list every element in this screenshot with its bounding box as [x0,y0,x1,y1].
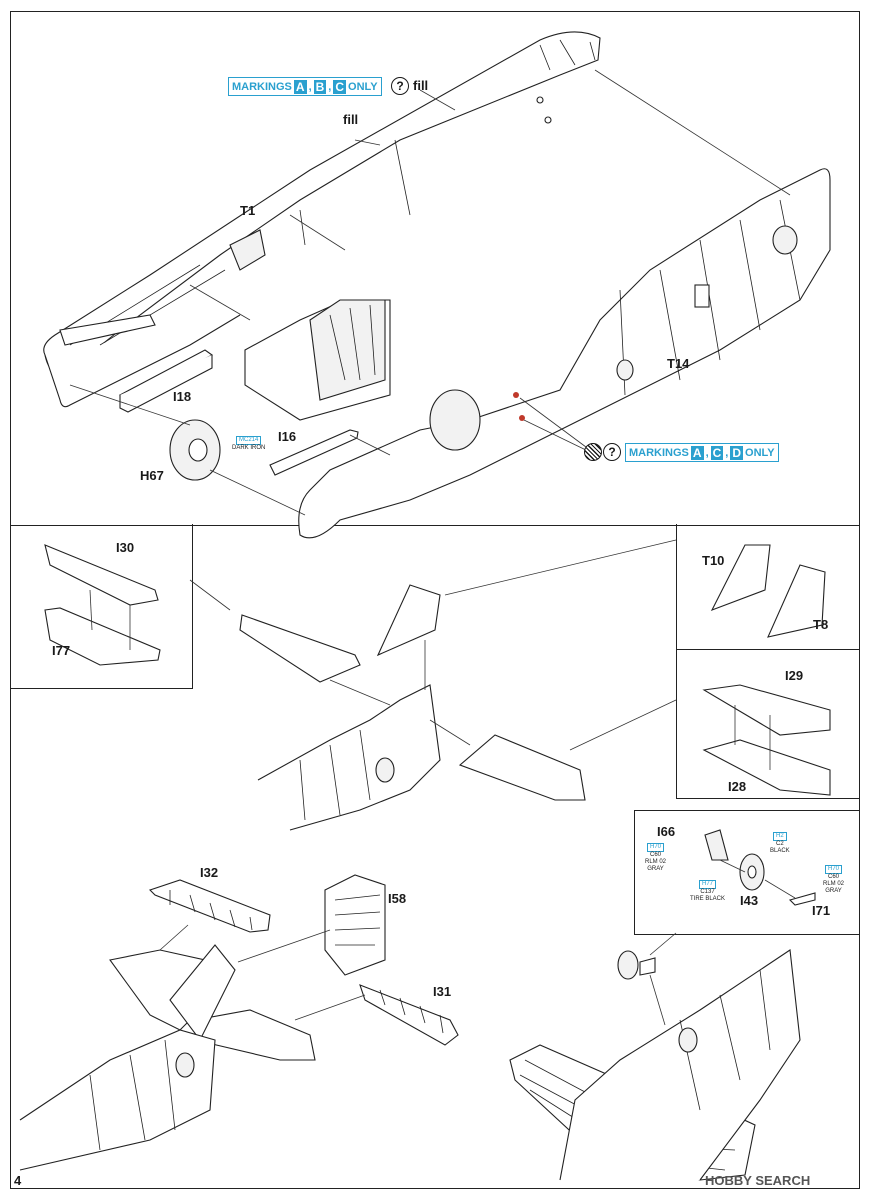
marking-letter: D [730,445,744,460]
inset-i30-i77-drawing [44,544,161,666]
paint-c-code: C2 [776,841,784,847]
upper-panel [10,11,860,526]
markings-suffix: ONLY [745,446,775,459]
paint-name: RLM 02 [823,881,845,887]
paint-c-code: C60 [828,874,840,880]
label-t14: T14 [667,356,690,371]
fill-note: fill [413,78,429,93]
paint-code: H70 [825,865,843,874]
label-t1: T1 [240,203,256,218]
paint-code: H77 [699,880,717,889]
paint-name: GRAY [647,866,664,872]
paint-code: MC214 [236,436,262,445]
paint-code: H2 [773,832,787,841]
marking-letter: C [710,445,724,460]
part-i18 [119,349,214,413]
tail-left-assembly [19,874,459,1171]
markings-suffix: ONLY [348,80,378,93]
leader-lines [69,69,791,516]
paint-mc214: MC214 DARK IRON [232,436,265,452]
paint-c-code: C137 [700,889,715,895]
label-i58: I58 [388,891,407,906]
paint-name: TIRE BLACK [690,896,726,902]
label-i31: I31 [433,984,452,999]
part-i30-large [239,614,361,683]
paint-name: RLM 02 [645,859,667,865]
tail-fin-center [189,539,677,831]
label-t8: T8 [813,617,829,632]
label-i16: I16 [278,429,297,444]
tail-right-assembly [509,949,801,1181]
markings-prefix: MARKINGS [232,80,292,93]
paint-h70-b: H70 C60 RLM 02 GRAY [823,865,844,895]
watermark-text: HOBBY SEARCH [705,1173,811,1188]
fuselage-right-half [298,168,831,539]
label-i30: I30 [116,540,135,555]
label-i66: I66 [657,824,676,839]
fill-icon [584,443,602,461]
marking-letter: C [333,79,347,94]
page-number: 4 [14,1173,22,1188]
label-i71: I71 [812,903,831,918]
inset-wheel [634,810,859,935]
paint-name: BLACK [770,848,790,854]
label-i77: I77 [52,643,71,658]
part-rudder-tab [376,584,441,657]
paint-name: DARK IRON [232,445,266,451]
inset-wheel-drawing [649,829,816,956]
part-elevator [458,734,586,801]
optional-icon: ? [603,443,621,461]
label-i29: I29 [785,668,804,683]
label-i18: I18 [173,389,192,404]
label-i32: I32 [200,865,219,880]
part-i16 [269,429,359,476]
fill-note: fill [343,112,359,127]
label-t10: T10 [702,553,725,568]
marking-letter: B [313,79,327,94]
markings-prefix: MARKINGS [629,446,689,459]
inset-t10-t8-drawing [710,544,826,638]
inset-i30-i77 [10,524,193,689]
markings-badge-acd: MARKINGS A, C, D ONLY [625,443,779,462]
paint-name: GRAY [825,888,842,894]
paint-h2: H2 C2 BLACK [770,832,790,855]
lower-panel [10,524,860,1189]
label-i28: I28 [728,779,747,794]
paint-h77: H77 C137 TIRE BLACK [690,880,725,903]
label-h67: H67 [140,468,164,483]
inset-i29-i28 [676,649,859,799]
cockpit-tub [244,299,391,421]
marking-letter: A [293,79,307,94]
optional-icon: ? [391,77,409,95]
paint-code: H70 [647,843,665,852]
paint-h70-a: H70 C60 RLM 02 GRAY [645,843,666,873]
markings-badge-abc: MARKINGS A, B, C ONLY [228,77,382,96]
paint-c-code: C60 [650,852,662,858]
fuselage-left-half [43,31,601,408]
label-i43: I43 [740,893,759,908]
watermark: HOBBY SEARCH [705,1173,810,1188]
marking-letter: A [690,445,704,460]
inset-i29-i28-drawing [702,684,831,796]
part-h67 [169,419,221,481]
